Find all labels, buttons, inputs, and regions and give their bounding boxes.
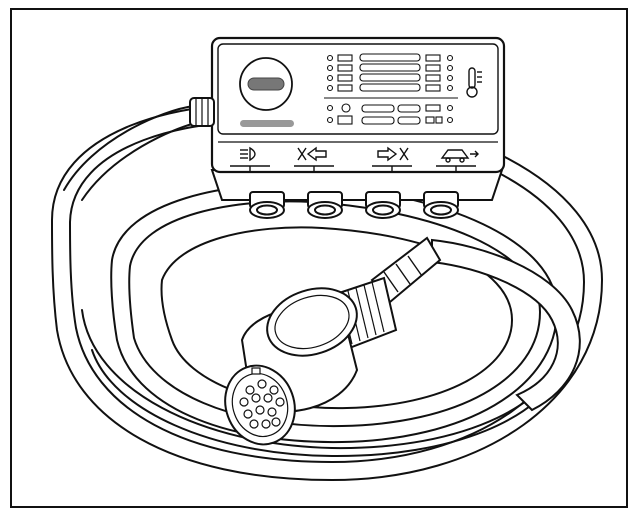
plug-13-pin xyxy=(224,276,398,446)
plug-pins xyxy=(239,379,285,429)
low-beam-icon xyxy=(230,146,270,172)
trailer-icon xyxy=(436,149,479,172)
socket-3 xyxy=(365,191,401,219)
sockets xyxy=(249,191,459,219)
thermometer-icon xyxy=(466,67,482,98)
coil-loop-6 xyxy=(91,349,569,458)
trailer-tester-illustration xyxy=(50,36,604,482)
socket-4 xyxy=(423,191,459,219)
socket-1 xyxy=(249,191,285,219)
cable-lead xyxy=(63,105,195,191)
coil-loop-5 xyxy=(160,226,514,410)
cable-lead-2 xyxy=(81,121,201,201)
socket-2 xyxy=(307,191,343,219)
plug-cable xyxy=(370,236,581,412)
indicator-rows xyxy=(324,53,458,125)
left-indicator-icon xyxy=(294,146,334,172)
right-indicator-icon xyxy=(372,146,412,172)
cable-gland xyxy=(189,97,215,127)
round-display xyxy=(239,57,294,127)
illustration-frame xyxy=(10,8,628,508)
function-symbols xyxy=(230,146,479,172)
control-box xyxy=(189,36,506,219)
